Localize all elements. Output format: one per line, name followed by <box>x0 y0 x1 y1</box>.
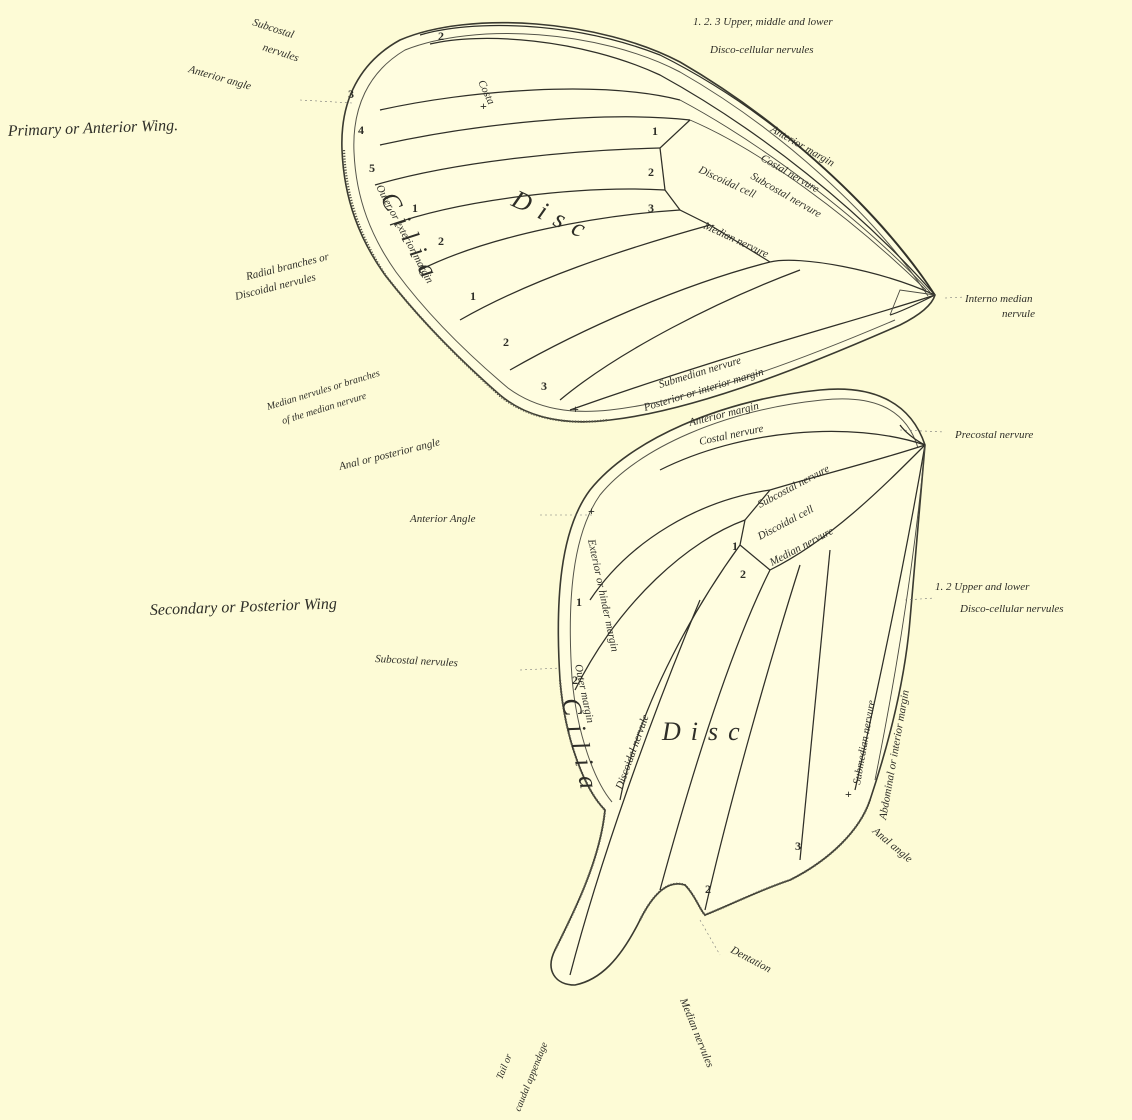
label-internomedian-1: Interno median <box>964 293 1033 305</box>
label-sec-disc: Disc <box>661 717 750 746</box>
primary-num-2: 2 <box>438 29 444 43</box>
label-sec-anterior-angle: Anterior Angle <box>409 513 476 525</box>
primary-num-4: 4 <box>358 123 364 137</box>
label-internomedian-2: nervule <box>1002 308 1035 320</box>
primary-num-radial-1: 1 <box>412 201 418 215</box>
primary-num-median-1: 1 <box>470 289 476 303</box>
primary-wing-title: Primary or Anterior Wing. <box>7 117 179 140</box>
primary-num-median-2: 2 <box>503 335 509 349</box>
primary-wing <box>342 23 935 422</box>
label-sec-anal-angle: Anal angle <box>869 824 914 865</box>
primary-num-radial-2: 2 <box>438 234 444 248</box>
primary-num-median-3: 3 <box>541 379 547 393</box>
primary-num-dc-1: 1 <box>652 124 658 138</box>
primary-num-dc-2: 2 <box>648 165 654 179</box>
label-subcostal-nervules-1: Subcostal <box>251 16 295 41</box>
primary-wing-outline <box>342 23 935 422</box>
secondary-num-dc-2: 2 <box>740 567 746 581</box>
label-sec-tail-1: Tail or <box>495 1052 515 1081</box>
primary-plus-anal: + <box>572 402 579 416</box>
label-sec-precostal: Precostal nervure <box>954 429 1033 441</box>
secondary-num-median-3: 3 <box>795 839 801 853</box>
primary-plus-costa: + <box>480 99 487 113</box>
secondary-num-sc-2: 2 <box>572 673 578 687</box>
secondary-plus-anterior: + <box>588 504 595 518</box>
label-sec-disco-cellular-2: Disco-cellular nervules <box>959 603 1064 615</box>
label-sec-tail-2: caudal appendage <box>513 1040 551 1113</box>
label-disco-cellular-1: 1. 2. 3 Upper, middle and lower <box>693 16 833 28</box>
label-anal-posterior-angle: Anal or posterior angle <box>337 436 441 473</box>
label-sec-dentation: Dentation <box>728 944 774 976</box>
label-sec-median-nervules: Median nervules <box>677 996 716 1070</box>
secondary-wing-title: Secondary or Posterior Wing <box>150 595 338 619</box>
label-subcostal-nervules-2: nervules <box>261 41 300 64</box>
secondary-plus-anal: + <box>845 787 852 801</box>
secondary-wing <box>551 389 925 985</box>
primary-num-dc-3: 3 <box>648 201 654 215</box>
label-anterior-angle: Anterior angle <box>186 63 252 93</box>
secondary-num-median-2: 2 <box>705 882 711 896</box>
label-sec-disco-cellular-1: 1. 2 Upper and lower <box>935 581 1030 593</box>
primary-num-5: 5 <box>369 161 375 175</box>
label-sec-subcostal-nervules: Subcostal nervules <box>375 653 458 669</box>
primary-num-3: 3 <box>348 87 354 101</box>
label-disco-cellular-2: Disco-cellular nervules <box>709 44 814 56</box>
secondary-num-dc-1: 1 <box>732 539 738 553</box>
secondary-num-sc-1: 1 <box>576 595 582 609</box>
secondary-wing-outline <box>551 389 925 985</box>
